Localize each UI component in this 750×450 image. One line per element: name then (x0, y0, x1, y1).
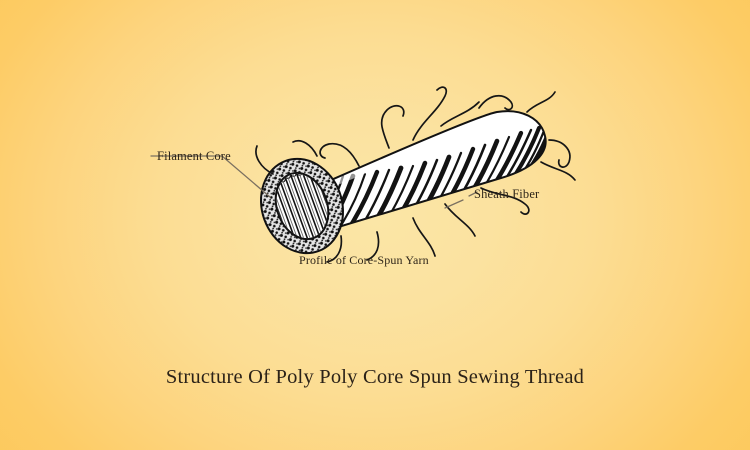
yarn-body (282, 111, 546, 228)
label-sheath-fiber: Sheath Fiber (474, 187, 540, 201)
label-filament-core: Filament Core (157, 149, 231, 163)
core-spun-yarn-illustration (145, 78, 605, 278)
page-title: Structure Of Poly Poly Core Spun Sewing … (165, 366, 585, 388)
label-profile-of-core-spun-yarn: Profile of Core-Spun Yarn (299, 253, 429, 267)
leader-filament-core (150, 155, 271, 198)
leader-sheath-fiber (444, 191, 478, 209)
leader-lines (150, 155, 478, 209)
stray-fibers (255, 86, 576, 263)
